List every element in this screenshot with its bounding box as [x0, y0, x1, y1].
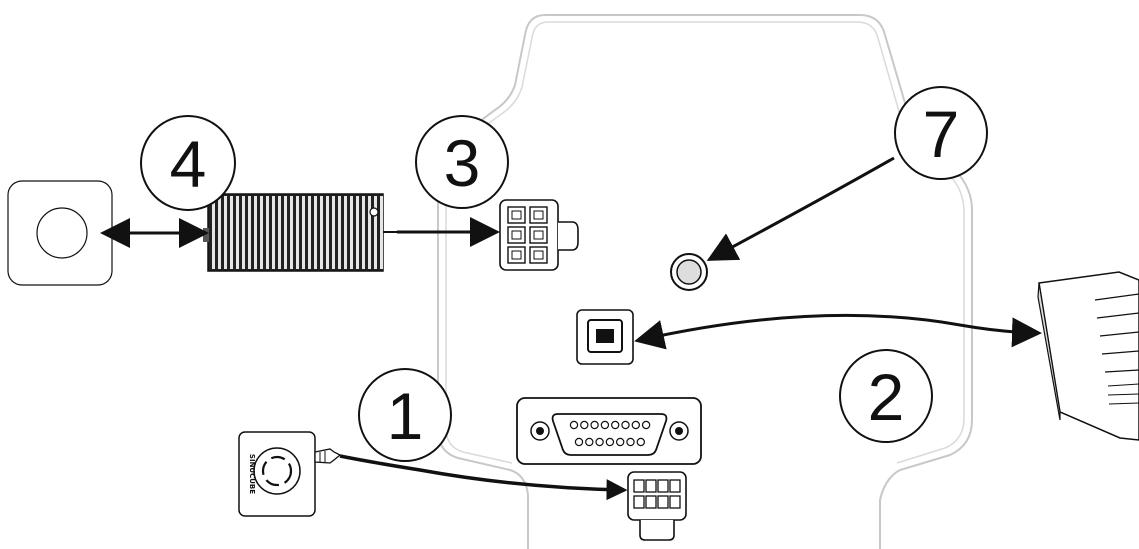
controller-housing — [437, 14, 973, 549]
db-pin — [636, 437, 646, 447]
connector-pin — [529, 226, 548, 244]
heatsink-fin — [332, 196, 335, 269]
usb-b-port — [576, 309, 634, 365]
connector-pin — [645, 479, 657, 493]
db-pin — [569, 420, 579, 430]
db-pin — [631, 420, 641, 430]
heatsink-fin — [296, 196, 299, 269]
heatsink-fin — [356, 196, 359, 269]
callout-4: 4 — [140, 115, 236, 211]
connector-pin — [657, 479, 669, 493]
round-port — [670, 253, 708, 291]
link-line-2 — [634, 313, 1042, 350]
computer-tower — [1037, 271, 1139, 441]
db-pin — [580, 420, 589, 430]
heatsink-fin — [266, 196, 269, 269]
heatsink-fin — [368, 196, 371, 269]
heatsink-fin — [338, 196, 341, 269]
callout-label-3: 3 — [444, 126, 481, 200]
pin-socket — [533, 210, 544, 220]
connector-pin — [669, 479, 681, 493]
heatsink-fin — [212, 196, 215, 269]
db-pin — [585, 437, 594, 447]
connector-pin — [507, 246, 526, 264]
connector-pin — [529, 246, 548, 264]
link-line-1 — [339, 454, 628, 501]
heatsink-fin — [218, 196, 221, 269]
connector-pin — [657, 495, 669, 509]
connector-pin — [529, 206, 548, 224]
heatsink-fin — [380, 196, 383, 269]
pin-socket — [533, 230, 544, 240]
pin-socket — [511, 210, 522, 220]
power-supply — [203, 193, 397, 272]
db-pin — [611, 420, 620, 430]
pin-socket — [511, 250, 522, 260]
callout-label-2: 2 — [868, 360, 905, 434]
heatsink-fin — [302, 196, 305, 269]
callout-2: 2 — [839, 349, 933, 443]
heatsink-fin — [326, 196, 329, 269]
callout-3: 3 — [415, 115, 509, 209]
db-pin — [590, 420, 599, 430]
link-line-7 — [706, 156, 895, 261]
db-pin — [605, 437, 615, 447]
heatsink-fin — [290, 196, 293, 269]
db-pin — [616, 437, 625, 447]
heatsink-fin — [314, 196, 317, 269]
connector-pin — [645, 495, 657, 509]
heatsink-fin — [236, 196, 239, 269]
heatsink-fin — [350, 196, 353, 269]
heatsink-fin — [224, 196, 227, 269]
db-pin — [641, 420, 651, 430]
heatsink-fin — [272, 196, 275, 269]
db-pin — [600, 420, 610, 430]
heatsink-fin — [344, 196, 347, 269]
heatsink-fin — [248, 196, 251, 269]
connector-pin — [507, 226, 526, 244]
heatsink-fin — [242, 196, 245, 269]
heatsink-fin — [254, 196, 257, 269]
heatsink-fin — [320, 196, 323, 269]
callout-7: 7 — [894, 86, 988, 180]
db-pin — [574, 437, 584, 447]
heatsink-fin — [308, 196, 311, 269]
pin-socket — [533, 250, 544, 260]
heatsink-fin — [284, 196, 287, 269]
connector-pin — [669, 495, 681, 509]
callout-label-4: 4 — [170, 127, 207, 201]
estop-brand-label: SINUCUBE — [248, 454, 256, 494]
db15-connector — [516, 397, 702, 465]
pin-socket — [511, 230, 522, 240]
heatsink-fin — [260, 196, 263, 269]
db-pin — [621, 420, 630, 430]
round-module — [7, 180, 113, 286]
db-pin — [595, 437, 604, 447]
db-pin — [626, 437, 635, 447]
heatsink-fin — [362, 196, 365, 269]
connector-pin — [633, 495, 645, 509]
heatsink-fin — [230, 196, 233, 269]
heatsink-fin — [278, 196, 281, 269]
callout-1: 1 — [358, 368, 452, 462]
connector-pin — [633, 479, 645, 493]
connector-pin — [507, 206, 526, 224]
heatsink-fin — [374, 196, 377, 269]
emergency-stop-device: SINUCUBE — [238, 431, 342, 517]
power-connector — [499, 199, 579, 271]
connection-lines — [100, 156, 1042, 501]
callout-label-7: 7 — [923, 97, 960, 171]
callout-label-1: 1 — [387, 379, 424, 453]
estop-port-connector — [627, 471, 687, 541]
